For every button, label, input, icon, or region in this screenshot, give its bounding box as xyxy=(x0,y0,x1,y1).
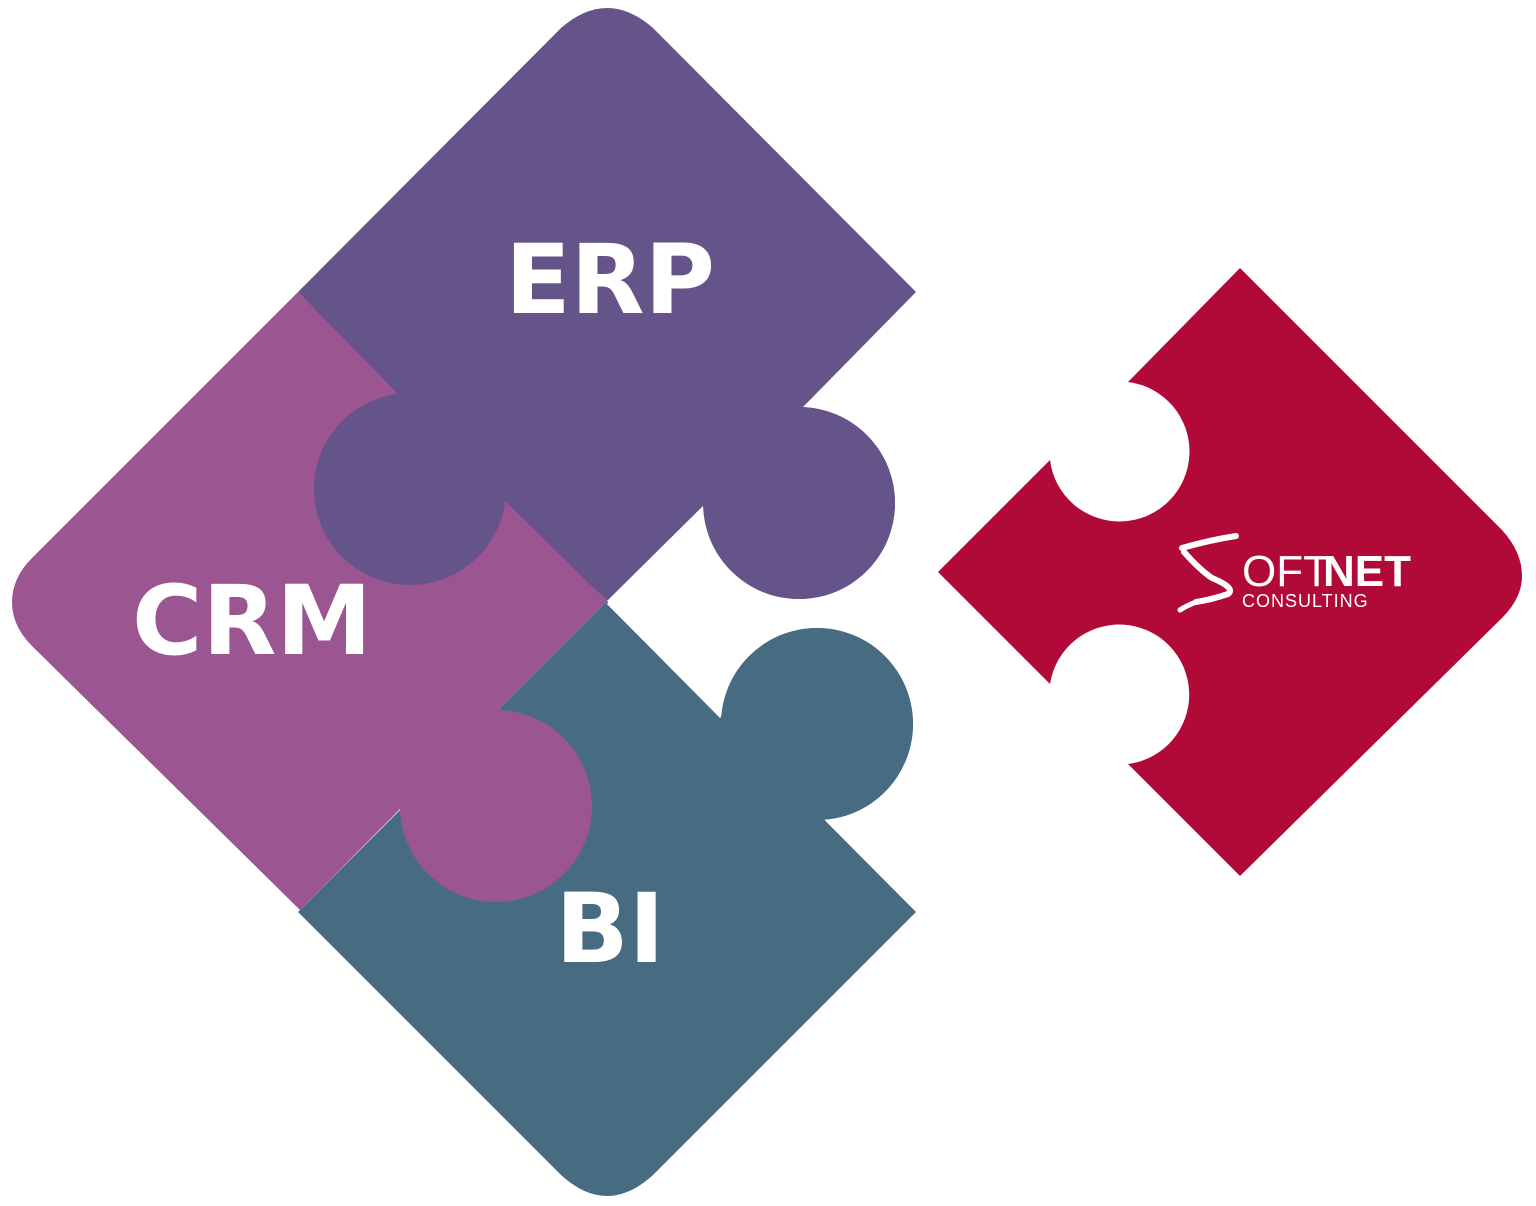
erp-knob-left xyxy=(314,393,506,585)
logo-net: NET xyxy=(1323,547,1411,596)
crm-piece-shape xyxy=(12,292,607,910)
bi-piece-shape xyxy=(298,601,916,1196)
erp-label: ERP xyxy=(505,224,715,336)
erp-piece-shape xyxy=(298,8,916,601)
gap-wedge-2 xyxy=(607,508,752,718)
s-swoosh-icon-mid xyxy=(1181,549,1233,605)
erp-knob-right-restore xyxy=(703,407,895,599)
crm-knob-overlay xyxy=(400,710,592,902)
logo-consulting: CONSULTING xyxy=(1242,591,1369,611)
bi-label: BI xyxy=(556,873,665,985)
crm-label: CRM xyxy=(132,565,372,677)
s-swoosh-icon-tail xyxy=(1177,599,1199,613)
s-swoosh-icon xyxy=(1179,533,1239,551)
erp-piece: ERP xyxy=(298,8,916,601)
bi-knob-restore xyxy=(721,628,913,820)
softnet-logo: OFT NET CONSULTING xyxy=(1177,533,1411,613)
softnet-piece: OFT NET CONSULTING xyxy=(938,268,1522,876)
softnet-piece-shape xyxy=(938,268,1522,876)
logo-oft: OFT xyxy=(1242,547,1330,596)
